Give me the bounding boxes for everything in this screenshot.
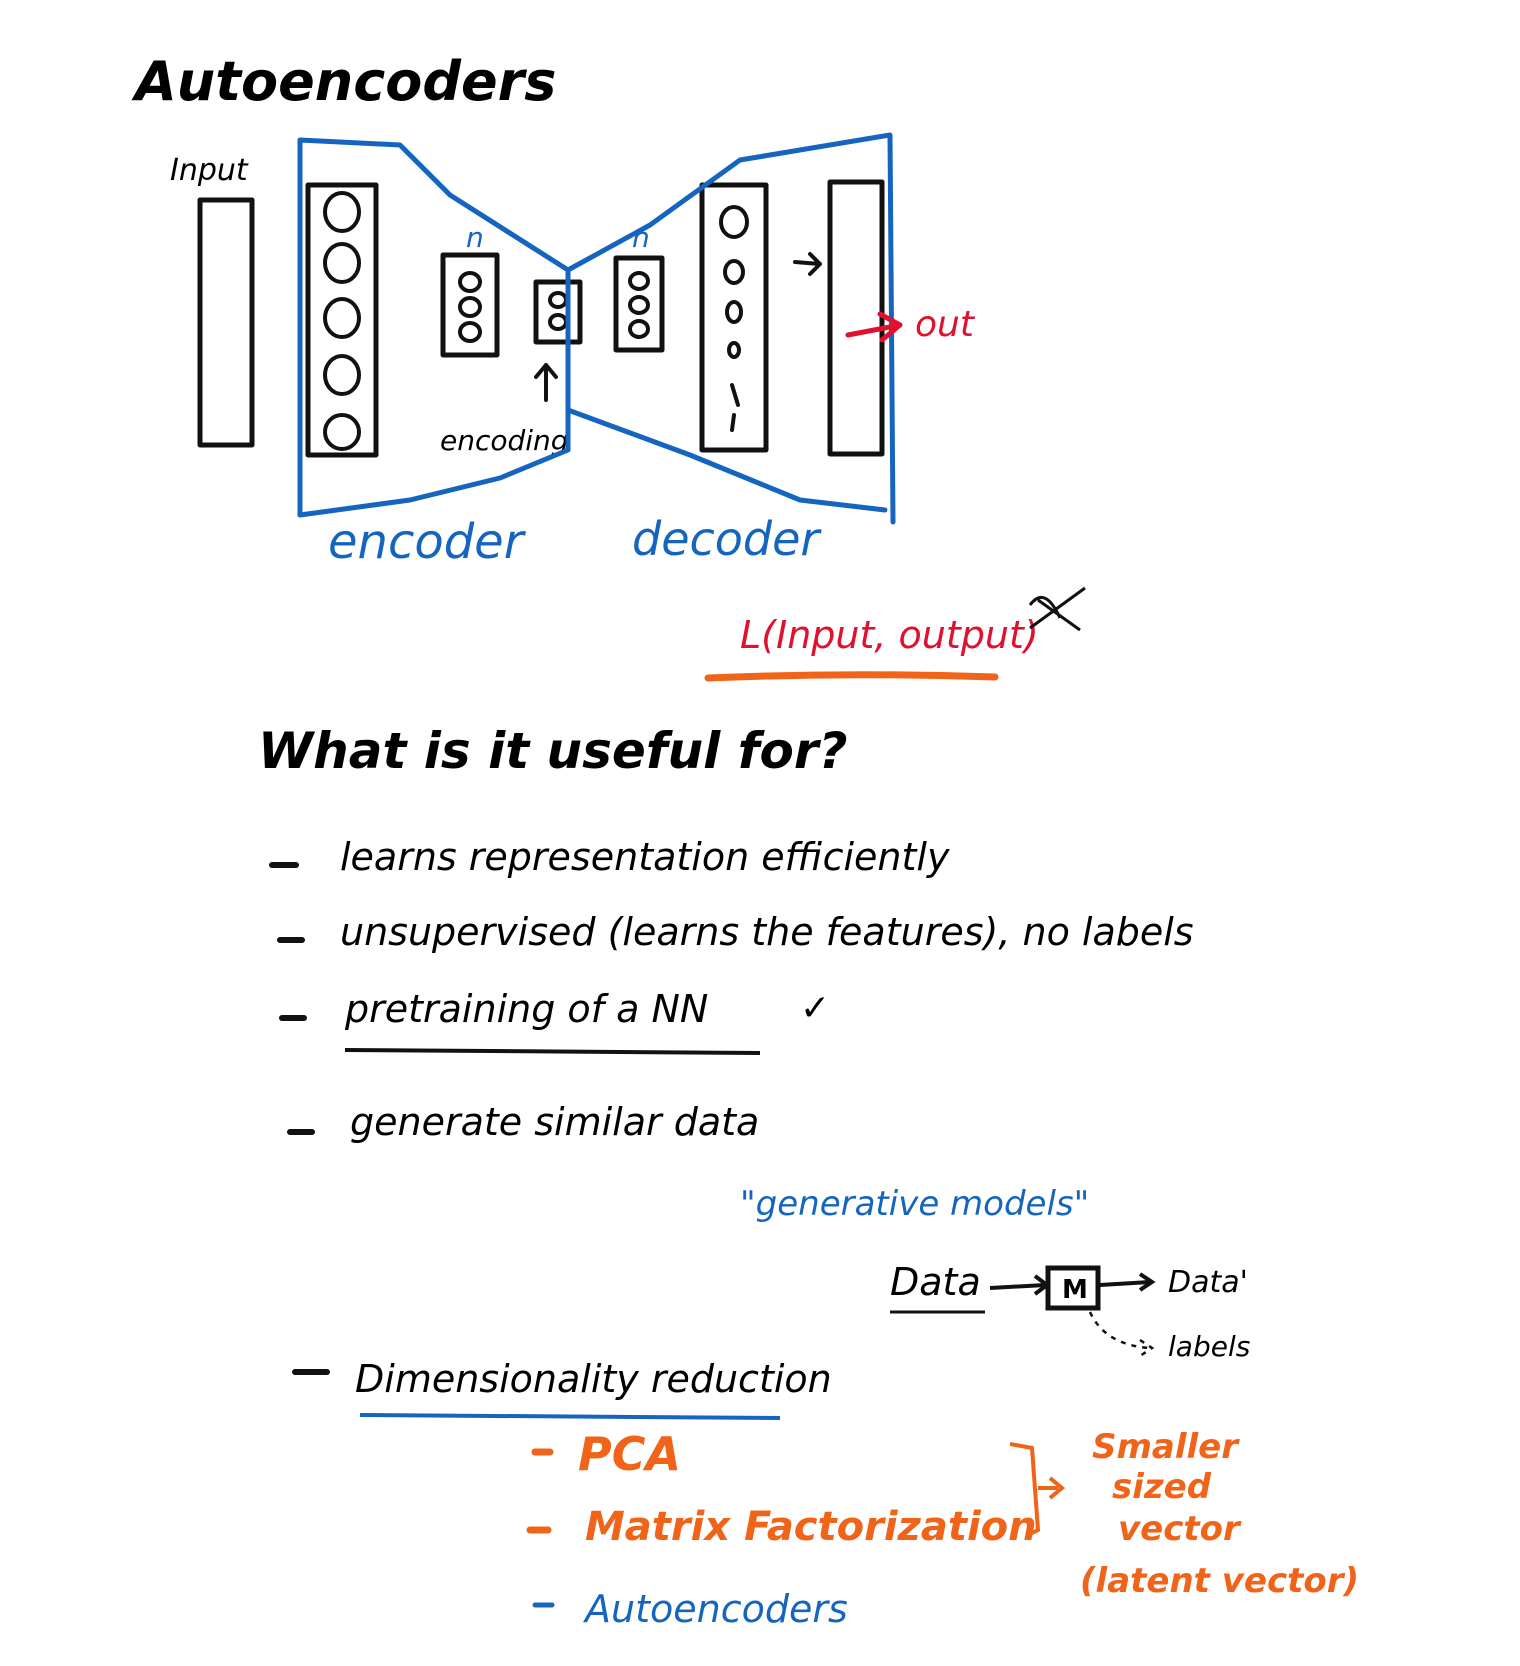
result-line-2: sized <box>1112 1467 1212 1507</box>
arrow-right-icon <box>1038 1476 1066 1500</box>
data-out-label: Data' <box>1168 1265 1248 1300</box>
question-heading: What is it useful for? <box>258 722 847 780</box>
use-item-1: learns representation efficiently <box>340 835 950 879</box>
uses-list: learns representation efficiently unsupe… <box>269 835 1194 1144</box>
arrow-right-icon <box>989 1274 1051 1296</box>
labels-label: labels <box>1168 1330 1250 1363</box>
model-label: M <box>1062 1275 1088 1305</box>
method-item-1: PCA <box>578 1427 681 1481</box>
arrow-right-icon <box>793 252 822 276</box>
loss-function: L(Input, output) <box>704 586 1086 682</box>
encoder-outline <box>297 137 571 518</box>
result-line-4: (latent vector) <box>1080 1561 1359 1601</box>
encoder-layer-2 <box>440 252 500 358</box>
result-line-1: Smaller <box>1092 1427 1240 1467</box>
decoder-layer-2 <box>699 182 769 453</box>
decoder-outline <box>565 132 896 525</box>
page-title: Autoencoders <box>131 50 556 113</box>
dimensionality-heading: Dimensionality reduction <box>355 1357 832 1401</box>
brace-icon <box>1009 1442 1041 1537</box>
dashed-arrow-icon <box>1088 1311 1155 1358</box>
layer-size-label-left: n <box>466 221 484 254</box>
check-mark-icon: ✓ <box>800 988 830 1029</box>
input-label: Input <box>170 153 249 188</box>
use-item-3: pretraining of a NN <box>344 987 708 1031</box>
use-item-4: generate similar data <box>350 1100 759 1144</box>
loss-label: L(Input, output) <box>740 613 1039 657</box>
encoding-layer <box>533 279 583 345</box>
generative-models: "generative models" Data M Data' labels <box>740 1184 1250 1363</box>
output-layer <box>827 179 885 457</box>
input-layer <box>197 197 255 448</box>
dimensionality-reduction: Dimensionality reduction PCA Matrix Fact… <box>292 1357 1359 1631</box>
loss-underline <box>704 671 999 682</box>
method-item-2: Matrix Factorization <box>585 1504 1037 1550</box>
out-arrow-icon <box>845 311 903 343</box>
decoder-layer-1 <box>613 255 665 353</box>
encoder-label: encoder <box>328 514 527 570</box>
use-item-3-underline <box>344 1048 761 1055</box>
model-box <box>1045 1265 1101 1311</box>
method-item-3: Autoencoders <box>582 1587 848 1631</box>
encoder-layer-1 <box>305 182 379 458</box>
decoder-label: decoder <box>632 512 822 566</box>
arrow-up-icon <box>534 363 558 402</box>
crossed-out-mark-icon <box>1028 586 1086 632</box>
arrow-right-icon <box>1099 1272 1156 1292</box>
use-item-2: unsupervised (learns the features), no l… <box>340 910 1194 954</box>
encoding-label: encoding <box>440 424 569 457</box>
result-line-3: vector <box>1118 1509 1242 1549</box>
autoencoder-diagram: Input n n <box>170 132 976 570</box>
dimensionality-underline <box>359 1413 781 1420</box>
generative-models-label: "generative models" <box>740 1184 1089 1224</box>
data-in-label: Data <box>890 1260 981 1304</box>
out-label: out <box>915 304 976 345</box>
